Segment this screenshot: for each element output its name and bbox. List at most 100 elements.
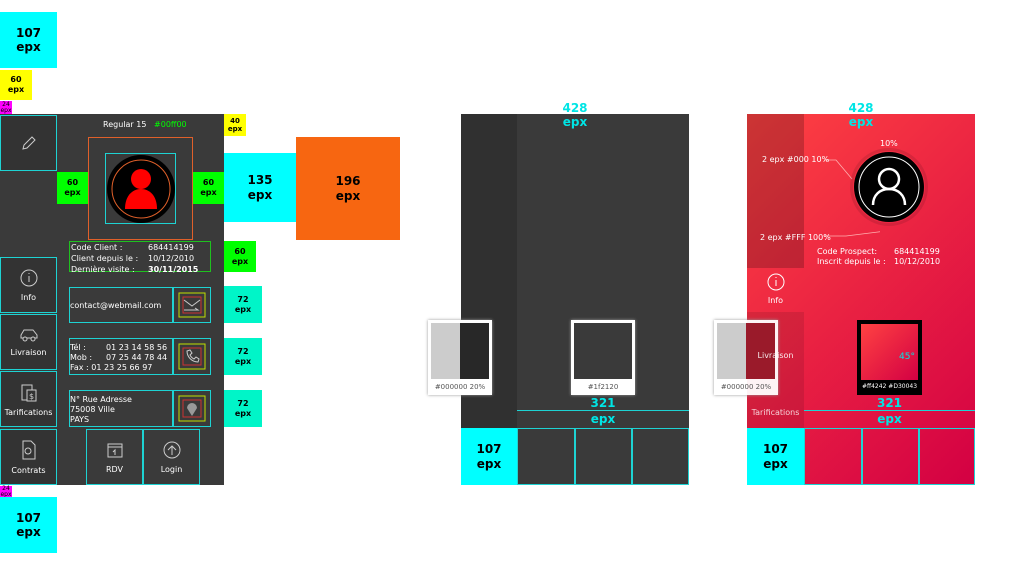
since-label: Inscrit depuis le : [817,257,886,266]
font-color-label: #00ff00 [154,120,187,129]
value: 60 [202,178,215,188]
unit: epx [234,356,252,366]
value: 72 [237,294,249,304]
value: 428 [848,101,874,115]
swatch-label: #000000 20% [434,383,486,391]
sidebar-item-label: Tarifications [4,407,53,417]
sidebar-item-info[interactable]: Info [0,257,57,313]
fax-label: Fax : [70,363,89,372]
swatch-overlay: #000000 20% [428,320,492,395]
unit: epx [231,256,249,266]
unit: epx [234,408,252,418]
mail-icon [178,292,206,318]
edit-button[interactable] [0,115,57,171]
value: 107 [15,510,42,525]
phone-numbers: Tél :01 23 14 58 56 Mob :07 25 44 78 44 … [69,338,173,375]
mob-value: 07 25 44 78 44 [106,353,168,362]
swatch-label: #ff4242 #D30043 [861,383,918,390]
value: 321 [876,396,903,410]
email-button[interactable] [173,287,211,323]
sidebar-item-contrats[interactable]: Contrats [0,429,57,485]
sidebar-item-tarifications[interactable]: $Tarifications [0,371,57,427]
email-value: contact@webmail.com [70,301,162,310]
phone-icon [178,343,206,370]
user-icon [854,152,924,222]
unit: epx [476,456,502,471]
code-value: 684414199 [894,247,940,256]
map-pin-icon [178,395,206,422]
measure-321: 321 [517,396,689,411]
bottom-button[interactable] [517,428,575,485]
measure-321: 321 [804,396,975,411]
sidebar-item-livraison[interactable]: Livraison [757,351,794,360]
login-button[interactable]: Login [143,429,200,485]
bottom-button[interactable] [804,428,862,485]
button-label: Login [160,464,183,474]
angle-label: 45° [899,352,915,362]
unit: epx [64,188,81,197]
user-icon [106,154,175,223]
sidebar-item-tarifications[interactable]: Tarifications [751,408,800,417]
annotation-black-stroke: 2 epx #000 10% [762,155,830,164]
value: 24 [2,484,10,492]
sidebar-item-label: Contrats [11,465,46,475]
address-line: N° Rue Adresse [70,395,132,404]
value: 24 [2,100,10,108]
tel-value: 01 23 14 58 56 [106,343,168,352]
prospect-info: Code Prospect:684414199 Inscrit depuis l… [817,247,940,267]
bottom-button[interactable] [919,428,975,485]
rdv-button[interactable]: RDV [86,429,143,485]
avatar [105,153,176,224]
value: 107 [15,25,42,40]
email-field[interactable]: contact@webmail.com [69,287,173,323]
unit: epx [200,188,217,197]
button-label: RDV [105,464,124,474]
unit: epx [763,456,788,471]
value: 40 [230,116,240,125]
car-icon [20,329,37,341]
measure-321-unit: epx [517,412,689,426]
bottom-button[interactable] [862,428,919,485]
mob-label: Mob : [70,353,93,362]
visit-value: 30/11/2015 [148,265,199,274]
calendar-icon [107,443,122,457]
unit: epx [7,85,25,94]
sidebar-item-info[interactable]: Info [747,266,804,312]
swatch-overlay: #000000 20% [714,320,778,395]
swatch-label: #1f2120 [587,383,619,391]
code-label: Code Client : [71,243,123,252]
measure-321-unit: epx [804,412,975,426]
bottom-button[interactable] [575,428,632,485]
sidebar-item-label: Info [767,296,784,305]
map-button[interactable] [173,390,211,427]
value: 107 [476,442,502,457]
unit: epx [877,412,902,426]
sidebar-item-label: Info [20,292,37,302]
unit: epx [335,188,361,203]
bottom-button[interactable] [632,428,689,485]
unit: epx [590,412,616,426]
info-icon [767,273,784,291]
value: 60 [10,75,22,85]
pencil-icon [21,136,36,150]
call-button[interactable] [173,338,211,375]
annotation-white-stroke: 2 epx #FFF 100% [760,233,831,242]
address-line: PAYS [70,415,90,424]
since-value: 10/12/2010 [894,257,941,266]
sidebar-item-livraison[interactable]: Livraison [0,314,57,370]
since-value: 10/12/2010 [148,254,195,263]
unit: epx [848,115,874,129]
client-info: Code Client :684414199 Client depuis le … [69,241,211,274]
since-label: Client depuis le : [71,254,139,263]
